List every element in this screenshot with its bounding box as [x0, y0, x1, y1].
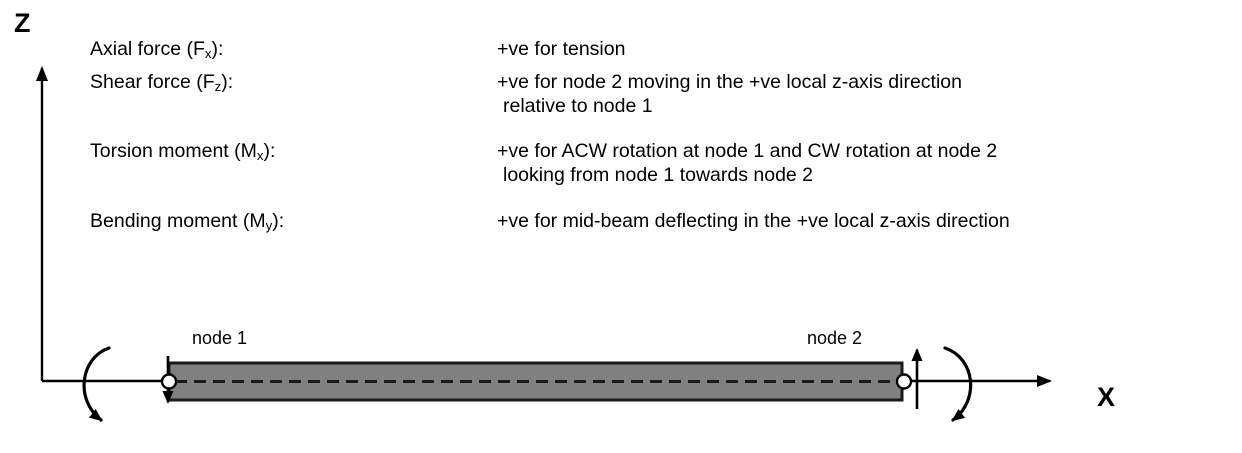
node-1-marker [160, 373, 178, 390]
x-axis-label: X [1097, 382, 1116, 412]
legend-desc-torsion-moment: +ve for ACW rotation at node 1 and CW ro… [497, 140, 998, 162]
legend-desc-bending-moment: +ve for mid-beam deflecting in the +ve l… [497, 210, 1010, 232]
node-2-marker [895, 373, 913, 390]
legend-term-shear-force: Shear force (Fz): [90, 71, 234, 94]
legend-term-bending-moment: Bending moment (My): [90, 210, 285, 233]
legend-desc-shear-force-cont: relative to node 1 [503, 95, 653, 117]
z-axis-label: Z [14, 8, 31, 38]
node-2-moment-arc-ccw [943, 346, 973, 422]
legend-desc-shear-force: +ve for node 2 moving in the +ve local z… [497, 71, 963, 93]
legend-term-torsion-moment: Torsion moment (Mx): [90, 140, 276, 163]
node-1-label: node 1 [192, 328, 248, 348]
legend-term-axial-force: Axial force (Fx): [90, 38, 224, 61]
subscript-y: y [265, 217, 273, 233]
node-2-label: node 2 [807, 328, 863, 348]
legend-desc-torsion-moment-cont: looking from node 1 towards node 2 [503, 164, 814, 186]
node-1-moment-arc-cw [82, 346, 111, 422]
subscript-x: x [256, 147, 264, 163]
subscript-z: z [214, 78, 222, 94]
legend-desc-axial-force: +ve for tension [497, 38, 626, 60]
subscript-x: x [204, 45, 212, 61]
